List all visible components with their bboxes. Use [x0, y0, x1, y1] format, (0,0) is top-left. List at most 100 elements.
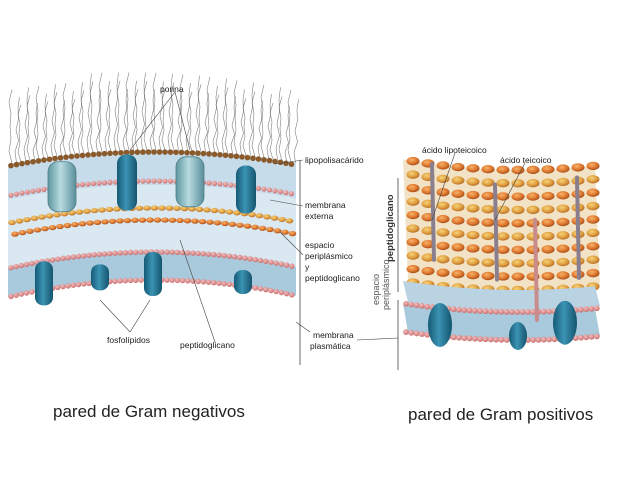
leader-line	[431, 152, 456, 221]
lipid-head	[461, 307, 468, 313]
peptidoglycan-bead	[123, 217, 132, 224]
peptidoglycan-bead	[511, 259, 525, 268]
lps-head	[244, 154, 251, 161]
peptidoglycan-bead	[233, 210, 241, 216]
peptidoglycan-bead	[451, 229, 465, 239]
lipid-head	[49, 257, 56, 263]
peptidoglycan-bead	[511, 205, 525, 215]
lps-head	[134, 149, 141, 155]
peptidoglycan-bead	[586, 175, 600, 184]
peptidoglycan-bead	[436, 214, 450, 224]
lipid-head	[408, 329, 415, 336]
lipid-head	[200, 251, 207, 257]
lipid-head	[217, 181, 223, 187]
peptidoglycan-bead	[218, 208, 226, 214]
lps-head	[118, 149, 124, 156]
lipid-head	[593, 305, 600, 312]
lipid-head	[221, 281, 227, 287]
peptidoglycan-bead	[451, 162, 465, 172]
peptidoglycan-bead	[496, 205, 510, 214]
peptidoglycan-bead	[496, 218, 510, 228]
lps-head	[217, 151, 223, 158]
lipid-head	[122, 277, 129, 284]
peptidoglycan-bead	[466, 257, 480, 267]
peptidoglycan-bead	[101, 219, 109, 225]
peptidoglycan-bead	[496, 232, 510, 241]
lps-head	[206, 151, 212, 157]
lipid-head	[472, 307, 478, 314]
lipid-head	[185, 250, 191, 256]
peptidoglycan-bead	[86, 220, 94, 226]
lipid-head	[13, 191, 20, 197]
peptidoglycan-bead	[210, 207, 219, 214]
peptidoglycan-bead	[26, 228, 34, 234]
lps-head	[162, 149, 168, 155]
lps-head	[107, 150, 113, 157]
lipid-head	[408, 301, 415, 308]
peptidoglycan-bead	[158, 205, 166, 211]
lipid-head	[477, 336, 484, 342]
lipid-head	[205, 279, 212, 285]
peptidoglycan-bead	[33, 227, 42, 233]
peptidoglycan-bead	[586, 188, 600, 197]
lps-head	[250, 155, 256, 162]
peptidoglycan-bead	[71, 221, 79, 228]
label-espacio-vertical-1: espacio	[371, 273, 381, 305]
peptidoglycan-bead	[451, 202, 465, 212]
peptidoglycan-bead	[406, 224, 420, 233]
lps-head	[272, 158, 278, 165]
leader-line	[295, 321, 311, 333]
lipid-head	[65, 254, 71, 261]
peptidoglycan-bead	[131, 217, 139, 223]
lipid-head	[55, 284, 61, 291]
periplasmic-space	[403, 281, 600, 310]
lps-head	[112, 150, 119, 156]
peptidoglycan-bead	[541, 271, 555, 281]
lipid-head	[283, 290, 290, 297]
peptidoglycan-bead	[108, 218, 117, 224]
label-fosfolipidos: fosfolípidos	[107, 335, 150, 345]
peptidoglycan-bead	[11, 231, 19, 237]
lipid-head	[41, 186, 47, 192]
peptidoglycan-bead	[56, 223, 64, 230]
label-espacio-4: peptidoglicano	[305, 273, 360, 283]
lps-head	[30, 158, 36, 165]
lipid-head	[456, 334, 462, 341]
lipid-head	[525, 309, 531, 315]
peptidoglycan-bead	[258, 225, 267, 231]
peptidoglycan-bead	[228, 221, 237, 227]
lipid-head	[70, 282, 77, 288]
peptidoglycan-bead	[496, 165, 510, 174]
lipid-head	[29, 289, 35, 295]
lipid-head	[472, 335, 478, 342]
peptidoglycan-bead	[213, 220, 222, 226]
peptidoglycan-bead	[556, 177, 570, 187]
lipid-head	[583, 306, 590, 313]
label-espacio-3: y	[305, 262, 310, 272]
lipid-head	[498, 336, 505, 343]
lipid-head	[278, 289, 285, 296]
peptidoglycan-bead	[406, 183, 420, 193]
lipid-head	[578, 334, 584, 341]
label-membrana-plasmatica-1: membrana	[313, 330, 354, 340]
lipid-head	[90, 180, 97, 187]
lipid-head	[228, 182, 234, 188]
peptidoglycan-bead	[436, 268, 450, 277]
peptidoglycan-bead	[466, 190, 480, 200]
lipid-head	[65, 283, 71, 289]
lps-head	[173, 149, 179, 156]
peptidoglycan-bead	[153, 217, 162, 223]
lipid-head	[30, 188, 36, 194]
peptidoglycan-bead	[75, 209, 84, 215]
lipid-head	[252, 256, 259, 263]
peptidoglycan-bead	[541, 231, 555, 241]
membrane-protein	[91, 264, 109, 291]
lipid-head	[477, 308, 484, 314]
lipid-head	[546, 336, 552, 343]
peptidoglycan-bead	[586, 201, 600, 211]
lipid-head	[482, 308, 489, 315]
lipid-head	[60, 255, 66, 262]
porin	[175, 156, 205, 208]
peptidoglycan-bead	[63, 222, 72, 229]
peptidoglycan-bead	[288, 231, 297, 237]
